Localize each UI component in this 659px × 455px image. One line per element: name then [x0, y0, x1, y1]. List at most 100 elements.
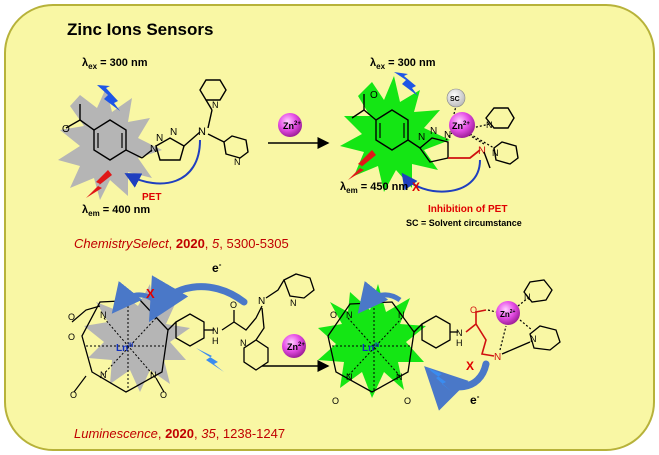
dota2-n2: N — [398, 310, 405, 320]
pyridine-ring-5 — [283, 273, 315, 299]
background-panel — [4, 4, 655, 451]
phenyl-ring-2 — [421, 315, 451, 349]
pyridine-ring-1 — [199, 79, 227, 101]
triazole-n1: N — [150, 144, 157, 155]
bottom-complex-zn-ball — [496, 301, 520, 325]
dota2-o1: O — [330, 310, 337, 320]
emission-lightning-icon-2 — [348, 150, 376, 180]
dota-o4: O — [160, 390, 167, 400]
amide-h: H — [212, 336, 219, 346]
ln-center-label: LnIII — [116, 343, 134, 354]
amine-n-label: N — [198, 126, 206, 138]
amide-n-2: N — [456, 328, 463, 338]
electron-transfer-arrow — [148, 275, 248, 323]
electron-blocked-x: X — [466, 359, 474, 373]
top-right-scheme: O N N N N SC Zn2+ N N X λex = 300 nm λem… — [340, 57, 522, 228]
pyridine-ring-8 — [529, 325, 561, 351]
pyridine-ring-3 — [485, 107, 515, 129]
quench-x-mark: X — [146, 286, 155, 301]
bottom-reagent-zn-label: Zn2+ — [287, 342, 305, 352]
emission-lightning-icon — [86, 170, 112, 198]
dota2-o2: O — [332, 396, 339, 406]
pet-blocked-x: X — [412, 180, 420, 194]
bottom-right-scheme: N N N N O O O LnIII N H O N Zn2+ N N X e… — [318, 279, 561, 411]
triazole-n3: N — [170, 127, 177, 138]
bottom-reaction-arrow: Zn2+ — [262, 334, 330, 372]
energy-transfer-arrow-2 — [357, 281, 402, 314]
dota-macrocycle-2 — [327, 301, 415, 393]
gray-emission-burst — [58, 88, 162, 200]
chelating-arm — [448, 149, 481, 159]
green-emission-burst — [340, 76, 450, 192]
top-reaction-arrow: Zn2+ — [268, 113, 330, 149]
electron-label-bottom: e- — [470, 392, 480, 407]
amide-h-2: H — [456, 338, 463, 348]
bottom-complex-zn-label: Zn2+ — [500, 309, 516, 319]
top-reagent-zn-label: Zn2+ — [283, 121, 301, 131]
solvent-ball-label: SC — [450, 96, 460, 103]
pyridine-7-n: N — [524, 292, 531, 302]
triazole-n-a: N — [418, 132, 425, 143]
complex-zn-label: Zn2+ — [452, 121, 470, 131]
pyridine-6-n: N — [240, 338, 247, 348]
pyridine-5-n: N — [290, 298, 297, 308]
electron-label-top: e- — [212, 260, 222, 275]
triazole-ring — [155, 137, 185, 161]
dota-o3: O — [70, 390, 77, 400]
amide-o-2: O — [470, 305, 477, 315]
pet-label: PET — [142, 192, 161, 203]
amine-n-label-2: N — [478, 145, 486, 157]
left-lambda-ex: λex = 300 nm — [82, 57, 148, 71]
triazole-n2: N — [156, 133, 163, 144]
pyridine-ring-2 — [223, 135, 249, 159]
pyridine-4-n: N — [492, 148, 499, 158]
inhibition-of-pet-label: Inhibition of PET — [428, 204, 507, 215]
pet-arrow — [124, 139, 201, 188]
dota-n3: N — [100, 370, 107, 380]
bottom-citation: Luminescence, 2020, 35, 1238-1247 — [74, 426, 285, 441]
dota2-n3: N — [346, 372, 353, 382]
figure-title: Zinc Ions Sensors — [67, 20, 213, 39]
carbonyl-o-label-2: O — [370, 90, 378, 101]
dota-macrocycle — [81, 299, 169, 393]
pyridine-3-n: N — [486, 120, 493, 130]
ln-center-label-2: LnIII — [362, 343, 380, 354]
excitation-lightning-icon-2 — [394, 72, 418, 96]
triazole-ring-2 — [419, 137, 449, 163]
triazole-n-c: N — [444, 130, 451, 141]
dota-n1: N — [100, 310, 107, 320]
chelating-chain — [465, 309, 487, 333]
bottom-left-scheme: N N N N O O O O LnIII N H O N N N e- X — [68, 260, 315, 400]
amide-n: N — [212, 326, 219, 336]
energy-transfer-arrow — [111, 281, 156, 314]
carbonyl-o-label: O — [62, 124, 70, 135]
top-reagent-zn-ball — [278, 113, 302, 137]
pyridine-2-n: N — [234, 157, 241, 167]
amide-o: O — [230, 300, 237, 310]
solvent-ball — [446, 88, 466, 108]
pyridine-ring-6 — [243, 339, 269, 371]
dota2-o3: O — [404, 396, 411, 406]
top-citation: ChemistrySelect, 2020, 5, 5300-5305 — [74, 236, 289, 251]
excitation-lightning-icon-3 — [196, 348, 224, 372]
triazole-n-b: N — [430, 126, 437, 137]
bottom-reagent-zn-ball — [282, 334, 306, 358]
complex-zn-ball — [449, 112, 475, 138]
amine-n-bottom: N — [258, 296, 265, 307]
top-left-scheme: O N N N N N N PET λex = 300 nm λem = 400… — [58, 57, 249, 218]
amine-n-bottom-2: N — [494, 352, 501, 363]
phenyl-ring — [175, 313, 205, 347]
dota2-n1: N — [346, 310, 353, 320]
left-lambda-em: λem = 400 nm — [82, 204, 150, 218]
dota2-n4: N — [396, 372, 403, 382]
solvent-circumstance-note: SC = Solvent circumstance — [406, 218, 522, 228]
dota-n4: N — [150, 370, 157, 380]
pyridine-ring-7 — [523, 279, 553, 303]
excitation-lightning-icon-4 — [428, 368, 452, 392]
right-lambda-ex: λex = 300 nm — [370, 57, 436, 71]
pyridine-ring-4 — [493, 141, 519, 165]
pyridine-1-n: N — [212, 100, 219, 110]
dota-o2: O — [68, 332, 75, 342]
pyridine-8-n: N — [530, 334, 537, 344]
